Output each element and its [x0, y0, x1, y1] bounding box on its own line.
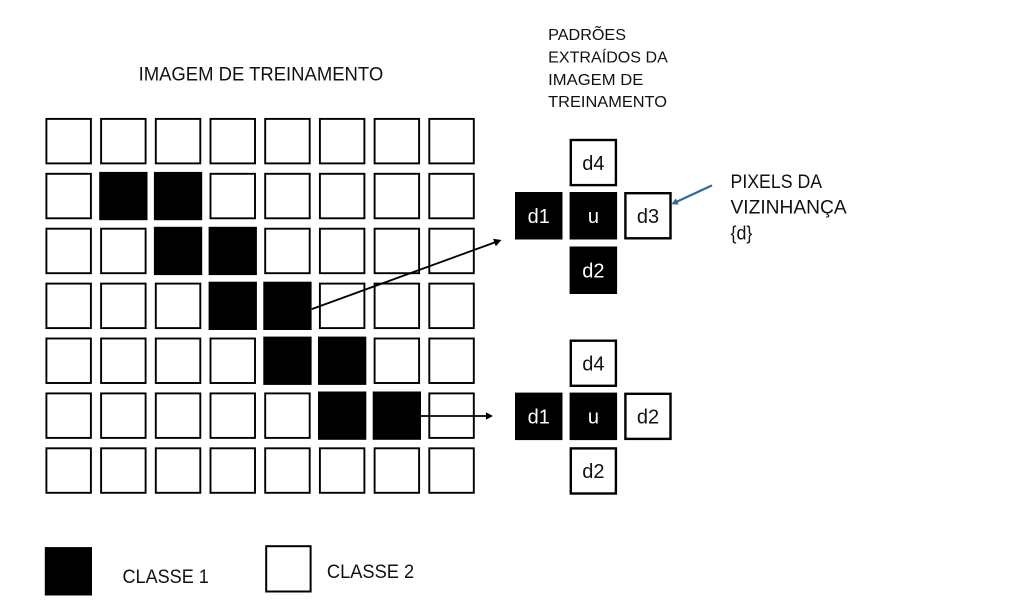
- svg-text:d1: d1: [528, 407, 550, 429]
- svg-text:d2: d2: [582, 260, 604, 282]
- svg-text:CLASSE 2: CLASSE 2: [327, 562, 414, 583]
- svg-text:EXTRAÍDOS DA: EXTRAÍDOS DA: [548, 47, 668, 66]
- svg-text:u: u: [588, 206, 599, 228]
- svg-text:d3: d3: [637, 206, 659, 228]
- svg-text:d4: d4: [582, 353, 604, 375]
- svg-text:u: u: [588, 407, 599, 429]
- svg-text:IMAGEM DE TREINAMENTO: IMAGEM DE TREINAMENTO: [139, 64, 384, 85]
- svg-text:IMAGEM DE: IMAGEM DE: [548, 72, 643, 89]
- svg-text:d2: d2: [637, 407, 659, 429]
- svg-text:CLASSE 1: CLASSE 1: [123, 567, 209, 588]
- svg-text:d1: d1: [528, 206, 550, 228]
- svg-text:VIZINHANÇA: VIZINHANÇA: [731, 198, 848, 219]
- svg-text:d2: d2: [582, 461, 604, 483]
- svg-text:PIXELS DA: PIXELS DA: [731, 172, 823, 193]
- svg-text:d4: d4: [582, 153, 604, 175]
- svg-text:PADRÕES: PADRÕES: [548, 24, 626, 44]
- svg-text:{d}: {d}: [731, 223, 753, 244]
- svg-text:TREINAMENTO: TREINAMENTO: [548, 94, 667, 111]
